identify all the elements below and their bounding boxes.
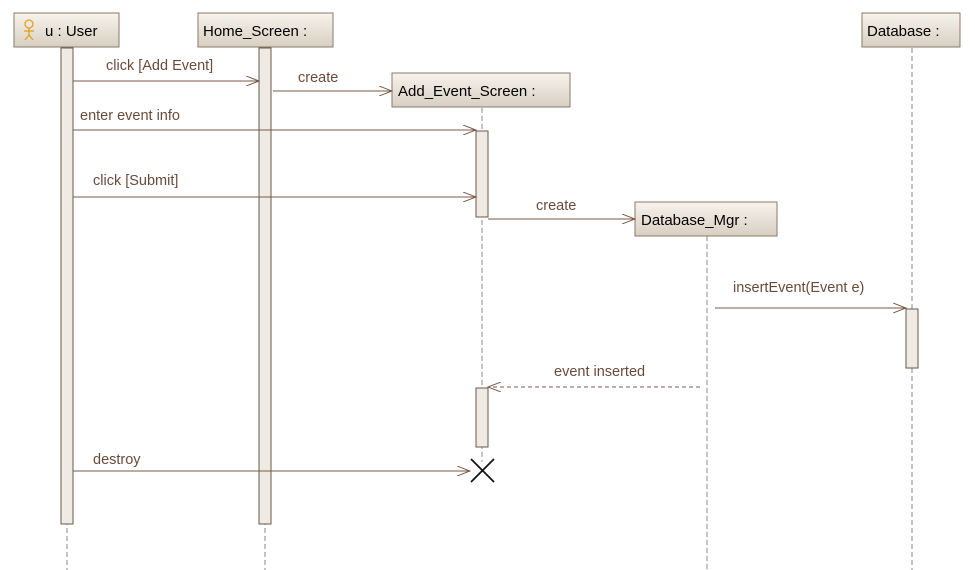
- message-click-add-event-label: click [Add Event]: [106, 58, 213, 74]
- message-enter-event-info-label: enter event info: [80, 108, 180, 124]
- add-event-activation-2: [475, 387, 489, 448]
- participant-add-event-screen-label: Add_Event_Screen :: [398, 83, 536, 100]
- participant-database-mgr-label: Database_Mgr :: [641, 212, 748, 229]
- user-activation: [60, 47, 74, 525]
- message-insert-event[interactable]: insertEvent(Event e): [715, 280, 906, 308]
- participant-database-mgr[interactable]: Database_Mgr :: [634, 201, 778, 237]
- participant-home-screen[interactable]: Home_Screen :: [197, 12, 334, 48]
- message-click-submit-label: click [Submit]: [93, 173, 178, 189]
- message-insert-event-label: insertEvent(Event e): [733, 280, 864, 296]
- actor-icon: [24, 19, 34, 41]
- message-create-database-mgr-label: create: [536, 198, 576, 214]
- destroy-x-icon: [470, 458, 495, 483]
- message-create-add-event-screen-label: create: [298, 70, 338, 86]
- message-destroy[interactable]: destroy: [73, 452, 470, 471]
- message-click-submit[interactable]: click [Submit]: [73, 173, 476, 197]
- home-screen-activation: [258, 47, 272, 525]
- message-create-database-mgr[interactable]: create: [488, 198, 635, 219]
- participant-database[interactable]: Database :: [861, 12, 961, 48]
- participant-user[interactable]: u : User: [13, 12, 120, 48]
- message-click-add-event[interactable]: click [Add Event]: [73, 58, 259, 81]
- participant-home-screen-label: Home_Screen :: [203, 23, 307, 40]
- participant-database-label: Database :: [867, 23, 940, 40]
- participant-add-event-screen[interactable]: Add_Event_Screen :: [391, 72, 571, 108]
- message-event-inserted-label: event inserted: [554, 364, 645, 380]
- add-event-activation-1: [475, 130, 489, 218]
- message-create-add-event-screen[interactable]: create: [273, 70, 392, 91]
- participant-user-label: u : User: [45, 23, 98, 40]
- message-event-inserted[interactable]: event inserted: [488, 364, 700, 387]
- message-enter-event-info[interactable]: enter event info: [73, 108, 476, 130]
- message-destroy-label: destroy: [93, 452, 141, 468]
- database-activation: [905, 308, 919, 369]
